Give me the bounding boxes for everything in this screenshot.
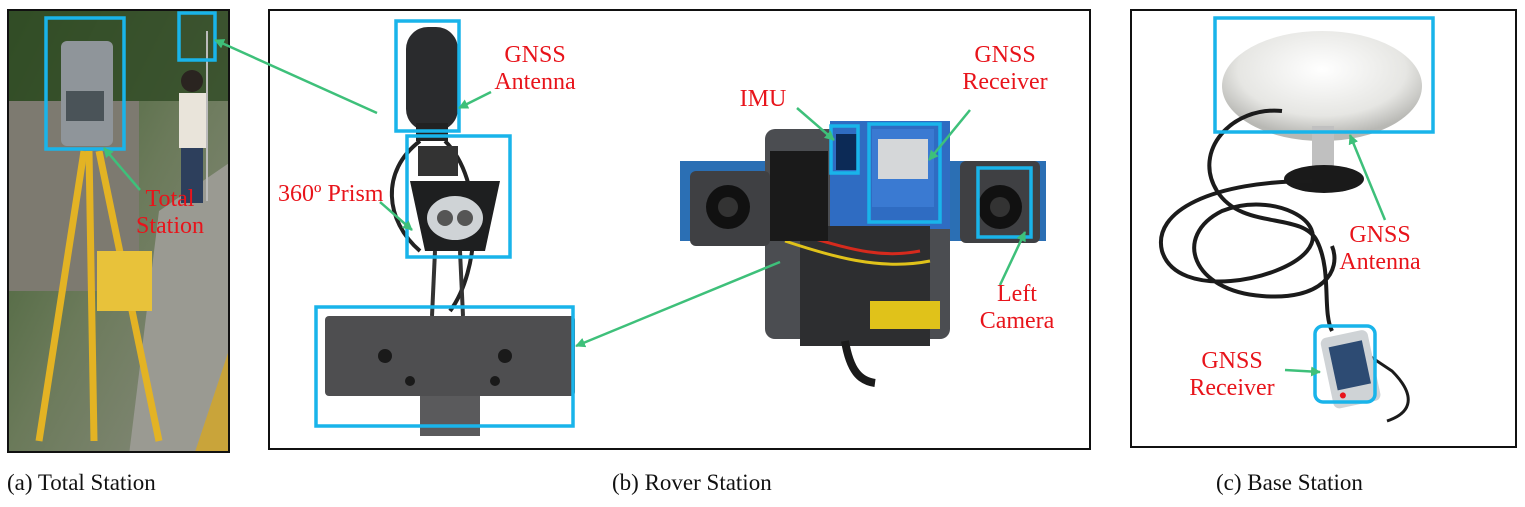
label-base-antenna: GNSS Antenna bbox=[1339, 222, 1421, 275]
caption-b: (b) Rover Station bbox=[612, 470, 772, 495]
label-imu: IMU bbox=[739, 86, 787, 112]
caption-c: (c) Base Station bbox=[1216, 470, 1363, 495]
label-prism: 360º Prism bbox=[278, 181, 384, 207]
label-total-station: Total Station bbox=[135, 186, 204, 239]
label-gnss-receiver: GNSS Receiver bbox=[962, 42, 1048, 95]
label-base-receiver: GNSS Receiver bbox=[1189, 348, 1275, 401]
label-left-camera: Left Camera bbox=[979, 281, 1055, 334]
label-gnss-antenna: GNSS Antenna bbox=[494, 42, 576, 95]
caption-a: (a) Total Station bbox=[7, 470, 156, 495]
